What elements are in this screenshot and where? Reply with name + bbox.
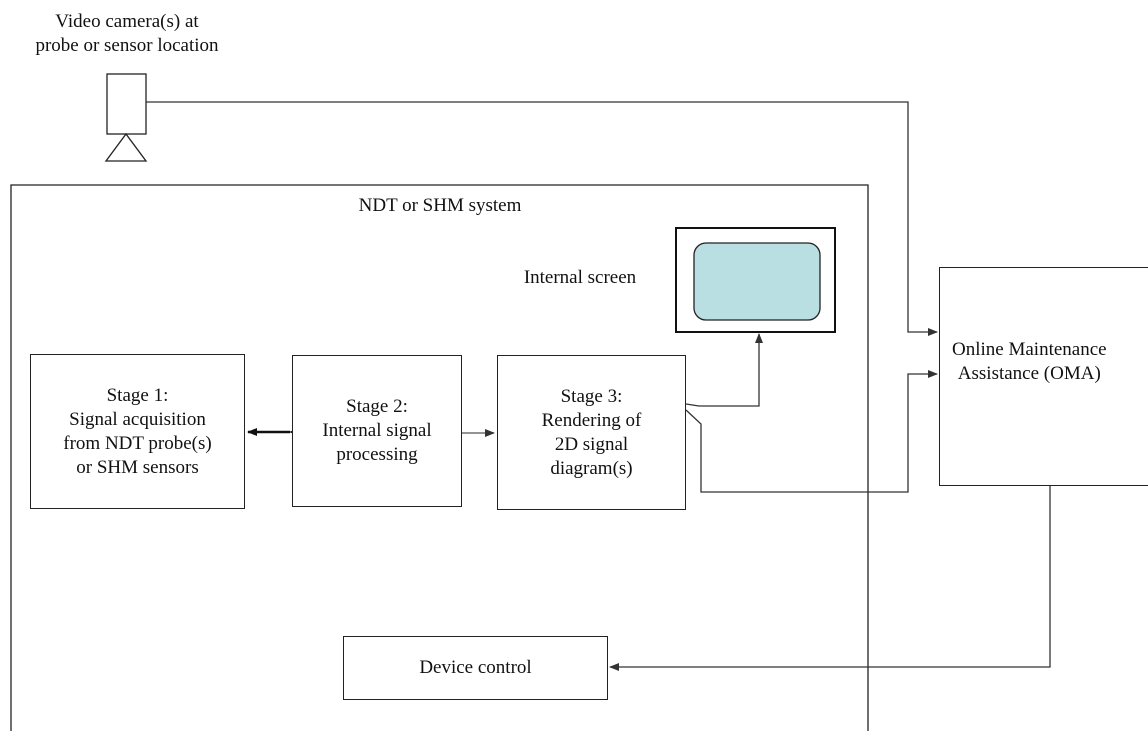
oma-box: Online Maintenance Assistance (OMA) xyxy=(939,267,1148,486)
system-title: NDT or SHM system xyxy=(358,195,522,216)
stage-1-box: Stage 1: Signal acquisition from NDT pro… xyxy=(30,354,245,509)
camera-label: Video camera(s) at probe or sensor locat… xyxy=(35,11,219,56)
stage3-to-screen-connector xyxy=(685,333,763,407)
oma-to-device-control-connector xyxy=(609,486,1051,671)
device-control-text: Device control xyxy=(419,657,532,678)
stage-2-text: Stage 2: Internal signal processing xyxy=(322,396,432,465)
device-control-box: Device control xyxy=(343,636,608,700)
stage-1-text: Stage 1: Signal acquisition from NDT pro… xyxy=(63,384,212,478)
stage-3-box: Stage 3: Rendering of 2D signal diagram(… xyxy=(497,355,686,510)
internal-screen-label: Internal screen xyxy=(523,267,637,288)
stage-2-box: Stage 2: Internal signal processing xyxy=(292,355,462,507)
video-camera-icon xyxy=(104,73,148,162)
internal-screen-icon xyxy=(675,227,836,333)
system-frame xyxy=(10,184,869,731)
stage3-to-oma-connector xyxy=(685,370,938,493)
stage-3-text: Stage 3: Rendering of 2D signal diagram(… xyxy=(541,385,642,479)
camera-to-oma-connector xyxy=(146,101,938,336)
oma-text: Online Maintenance Assistance (OMA) xyxy=(952,339,1107,384)
